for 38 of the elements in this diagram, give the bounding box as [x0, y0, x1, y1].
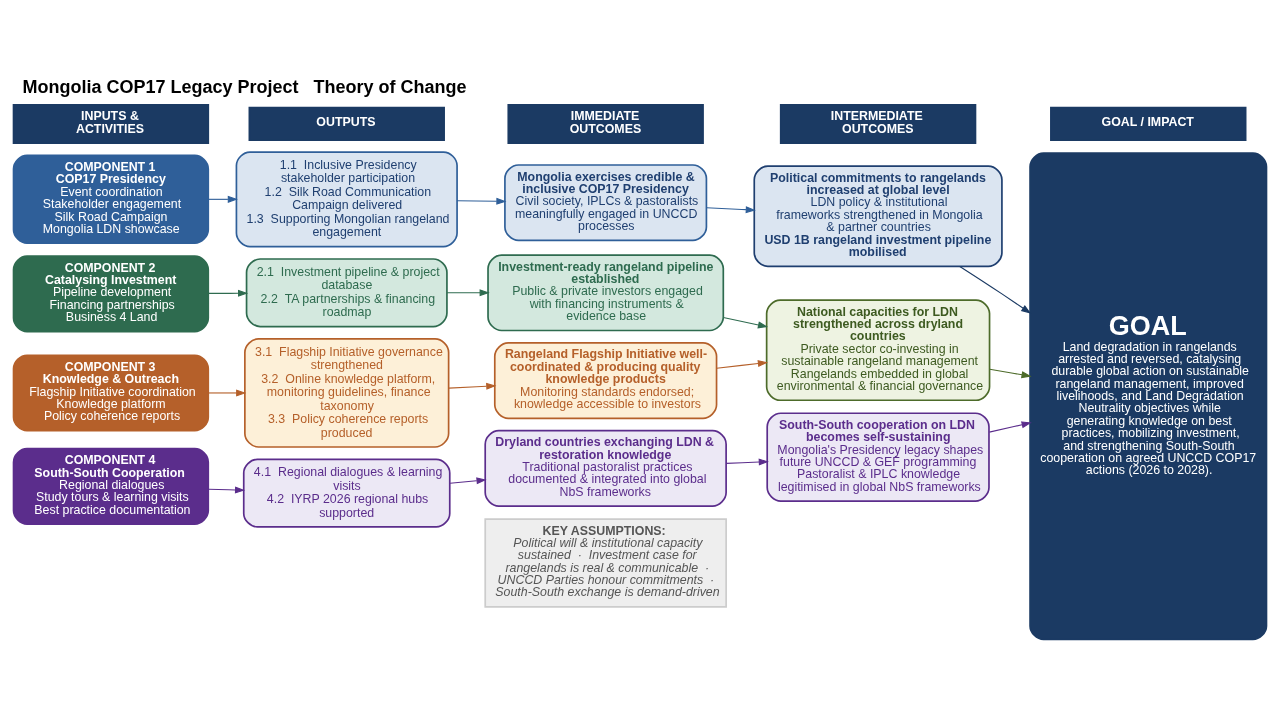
- node-box: National capacities for LDN strengthened across dryland countries Private sector co-investing in sustainable rangeland management Rangelands embedded in global environmental & financial governance: [765, 299, 991, 402]
- node-box: GOAL Land degradation in rangelands arrested and reversed, catalysing durable global action on sustainable rangeland management, improved livelihoods, and Land Degradation Neutrality objectives while generating knowledge on best practices, mobilizing investment, and strengthening South-South cooperation on agreed UNCCD COP17 actions (2026 to 2028).: [1029, 152, 1268, 641]
- arrow: [706, 206, 756, 214]
- node-box: 3.1 Flagship Initiative governance strengthened 3.2 Online knowledge platform, monitoring guidelines, finance taxonomy 3.3 Policy coherence reports produced: [244, 338, 450, 448]
- node-box: Dryland countries exchanging LDN & restoration knowledge Traditional pastoralist practices documented & integrated into global NbS frameworks: [484, 429, 727, 507]
- node-box: South-South cooperation on LDN becomes self-sustaining Mongolia's Presidency legacy shapes future UNCCD & GEF programming Pastoralist & IPLC knowledge legitimised in global NbS frameworks: [766, 412, 990, 502]
- node-box: COMPONENT 2 Catalysing Investment Pipeline development Financing partnerships Business 4 Land: [12, 255, 210, 333]
- node-box: Rangeland Flagship Initiative well-coordinated & producing quality knowledge products Monitoring standards endorsed; knowledge accessible to investors: [493, 342, 718, 420]
- arrow: [448, 382, 497, 390]
- arrow: [207, 289, 249, 297]
- node-box: INTERMEDIATE OUTCOMES: [779, 103, 977, 144]
- arrow: [207, 389, 247, 397]
- arrow: [988, 421, 1032, 433]
- node-box: IMMEDIATE OUTCOMES: [507, 103, 704, 144]
- node-box: INPUTS & ACTIVITIES: [12, 103, 210, 144]
- node-box: GOAL / IMPACT: [1050, 106, 1247, 142]
- node-box: Political commitments to rangelands increased at global level LDN policy & institutional frameworks strengthened in Mongolia & partner countries USD 1B rangeland investment pipeline mobilised: [753, 165, 1003, 268]
- arrow: [446, 289, 490, 297]
- node-box: Investment-ready rangeland pipeline established Public & private investors engaged with financing instruments & evidence base: [487, 254, 725, 332]
- diagram-title: Mongolia COP17 Legacy Project Theory of Change: [22, 77, 467, 98]
- node-box: 4.1 Regional dialogues & learning visits 4.2 IYRP 2026 regional hubs supported: [242, 458, 451, 528]
- arrow: [456, 197, 507, 205]
- arrow: [449, 477, 487, 485]
- node-box: Mongolia exercises credible & inclusive COP17 Presidency Civil society, IPLCs & pastoralists meaningfully engaged in UNCCD processes: [504, 164, 708, 242]
- arrow: [207, 195, 238, 203]
- node-box: COMPONENT 1 COP17 Presidency Event coordination Stakeholder engagement Silk Road Campaign Mongolia LDN showcase: [12, 154, 210, 245]
- arrow: [207, 486, 246, 494]
- node-box: COMPONENT 4 South-South Cooperation Regional dialogues Study tours & learning visits Best practice documentation: [12, 447, 210, 525]
- node-box: KEY ASSUMPTIONS: Political will & institutional capacity sustained · Investment case for rangelands is real & communicable · UNCCD Parties honour commitments · South-South exchange is demand-driven: [484, 518, 727, 608]
- arrow: [722, 316, 769, 329]
- node-box: COMPONENT 3 Knowledge & Outreach Flagship Initiative coordination Knowledge platform Policy coherence reports: [12, 354, 210, 432]
- arrow: [725, 458, 769, 466]
- node-box: OUTPUTS: [248, 106, 445, 142]
- arrow: [989, 368, 1032, 379]
- node-box: 1.1 Inclusive Presidency stakeholder participation 1.2 Silk Road Communication Campaign delivered 1.3 Supporting Mongolian rangeland engagement: [235, 151, 458, 248]
- arrow: [959, 265, 1032, 314]
- arrow: [716, 360, 768, 369]
- node-box: 2.1 Investment pipeline & project database 2.2 TA partnerships & financing roadmap: [245, 258, 448, 328]
